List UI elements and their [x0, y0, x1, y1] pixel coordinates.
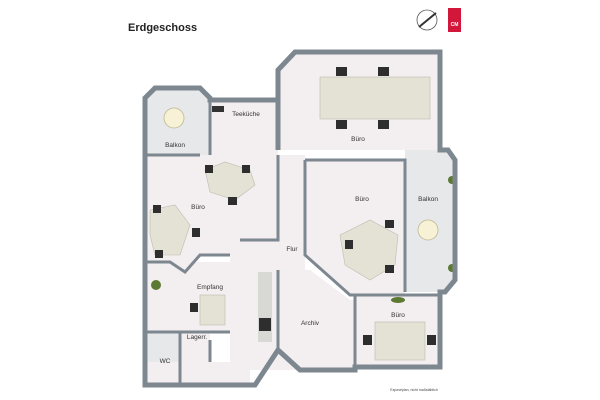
- page-title: Erdgeschoss: [128, 22, 198, 34]
- svg-text:CM: CM: [451, 22, 459, 28]
- room-label-teekueche: Teeküche: [232, 111, 260, 118]
- room-label-buero-left: Büro: [191, 204, 205, 211]
- room-label-wc: WC: [160, 358, 171, 365]
- room-label-balkon-left: Balkon: [165, 142, 185, 149]
- logo-icon: CM: [448, 8, 461, 32]
- furniture: [149, 67, 456, 361]
- room-label-flur: Flur: [286, 246, 298, 253]
- room-label-lager: Lagerr.: [187, 334, 207, 341]
- room-label-buero-bottom: Büro: [391, 312, 405, 319]
- footer-note: Exposéplan, nicht maßstäblich: [390, 388, 438, 392]
- room-label-buero-top: Büro: [351, 136, 365, 143]
- room-label-archiv: Archiv: [301, 320, 320, 327]
- room-label-buero-middle: Büro: [355, 196, 369, 203]
- walls: [142, 49, 458, 388]
- compass-icon: [416, 9, 438, 31]
- room-label-balkon-right: Balkon: [418, 196, 438, 203]
- room-label-empfang: Empfang: [197, 284, 223, 291]
